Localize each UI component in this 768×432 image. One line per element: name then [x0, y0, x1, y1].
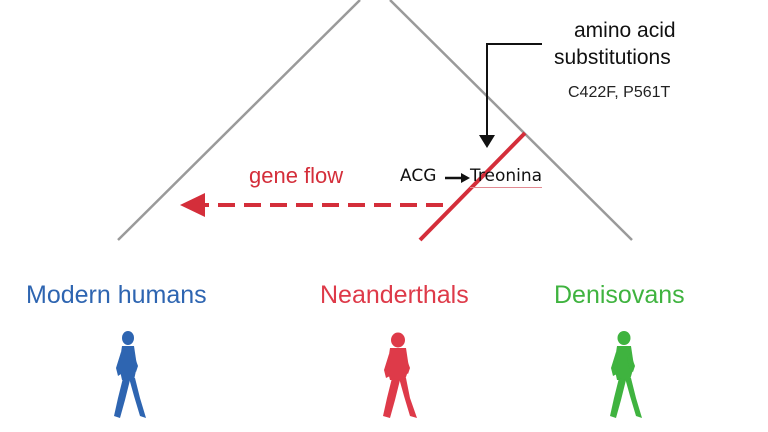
tree-right-branch — [389, 0, 633, 241]
walking-human-icon — [114, 331, 146, 418]
group-label-modern-humans: Modern humans — [26, 281, 207, 309]
walking-human-icon — [610, 331, 642, 418]
tree-left-branch — [117, 0, 361, 241]
gene-flow-arrowhead — [180, 193, 205, 217]
annotation-line-1: amino acid — [574, 19, 676, 42]
codon-label: ACG — [400, 166, 437, 186]
walking-human-icon — [383, 332, 417, 418]
mutation-branch — [418, 131, 527, 242]
annotation-arrowhead — [479, 135, 495, 148]
annotation-pointer-line — [486, 43, 542, 137]
annotation-line-2: substitutions — [554, 46, 671, 69]
group-label-neanderthals: Neanderthals — [320, 281, 469, 309]
gene-flow-label: gene flow — [249, 163, 344, 188]
substitutions-list: C422F, P561T — [568, 84, 671, 101]
amino-acid-label: Treonina — [470, 166, 543, 188]
group-label-denisovans: Denisovans — [554, 281, 685, 309]
codon-arrowhead — [461, 173, 470, 183]
